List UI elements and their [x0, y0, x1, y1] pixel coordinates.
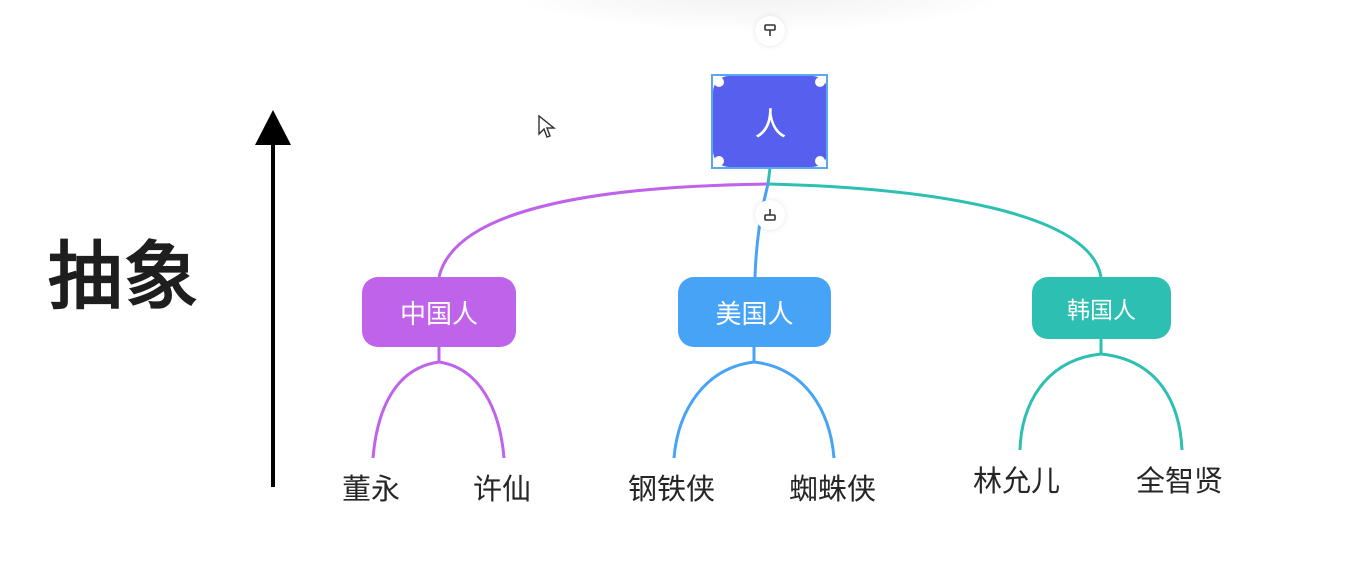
root-label: 人	[754, 104, 787, 143]
insert-child-icon[interactable]	[755, 200, 785, 230]
link-cn-right	[438, 360, 506, 459]
category-node-korea[interactable]: 韩国人	[1032, 277, 1171, 339]
category-label: 韩国人	[1067, 298, 1136, 324]
link-kr-left	[1018, 352, 1102, 451]
leaf-node-iron-man[interactable]: 钢铁侠	[628, 472, 716, 506]
category-node-china[interactable]: 中国人	[362, 277, 516, 347]
category-label: 中国人	[399, 299, 478, 330]
link-root-kr	[767, 182, 1103, 278]
link-cn-left	[371, 360, 440, 459]
abstraction-label: 抽象	[48, 234, 200, 320]
link-kr-right	[1100, 352, 1184, 451]
link-us-left	[672, 360, 755, 459]
mouse-cursor-icon	[538, 114, 556, 138]
leaf-node-jun-ji-hyun[interactable]: 全智贤	[1136, 464, 1224, 498]
link-root-cn	[437, 182, 769, 278]
leaf-node-lin-yoona[interactable]: 林允儿	[973, 464, 1061, 498]
leaf-node-dong-yong[interactable]: 董永	[342, 472, 401, 506]
link-us-right	[753, 360, 836, 459]
category-label: 美国人	[715, 299, 794, 330]
up-arrow-icon	[255, 110, 291, 145]
link-root-us	[753, 183, 770, 278]
root-node[interactable]: 人	[713, 76, 828, 167]
leaf-node-spider-man[interactable]: 蜘蛛侠	[789, 472, 877, 506]
leaf-node-xu-xian[interactable]: 许仙	[473, 472, 532, 506]
category-node-usa[interactable]: 美国人	[678, 277, 831, 347]
insert-parent-icon[interactable]	[755, 16, 785, 46]
root-stem	[766, 167, 772, 185]
